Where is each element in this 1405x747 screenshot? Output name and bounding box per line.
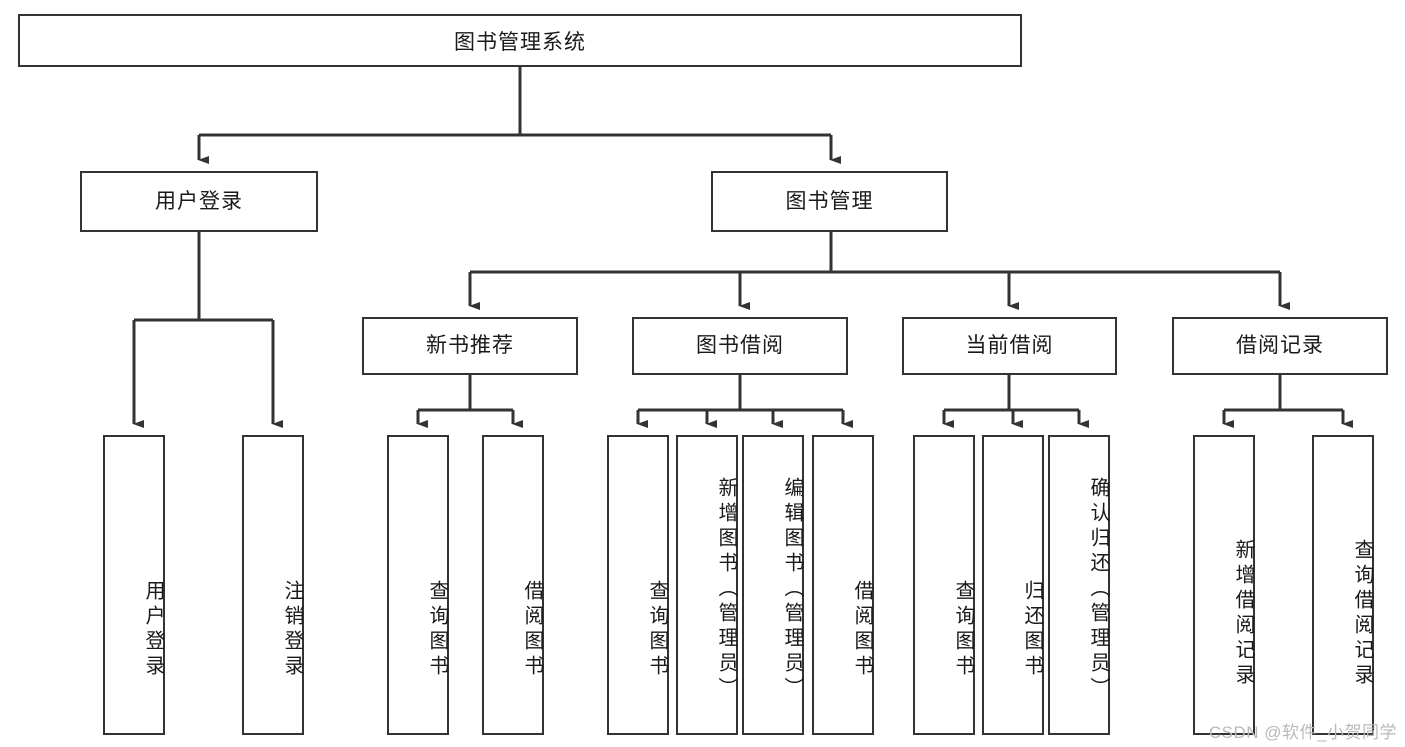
- node-leaf-user-login[interactable]: 用户登录: [103, 435, 165, 735]
- node-user-login-label: 用户登录: [155, 189, 243, 213]
- node-new-book-recommend[interactable]: 新书推荐: [362, 317, 578, 375]
- node-leaf-add-record[interactable]: 新增借阅记录: [1193, 435, 1255, 735]
- node-current-borrow-label: 当前借阅: [965, 334, 1054, 358]
- node-leaf-borrow-book-2-label: 借阅图书: [851, 580, 873, 680]
- node-leaf-query-record[interactable]: 查询借阅记录: [1312, 435, 1374, 735]
- watermark: CSDN @软件_小贺同学: [1208, 723, 1397, 742]
- node-new-book-recommend-label: 新书推荐: [426, 334, 514, 358]
- node-leaf-logout[interactable]: 注销登录: [242, 435, 304, 735]
- node-leaf-user-login-label: 用户登录: [142, 580, 164, 680]
- node-book-manage[interactable]: 图书管理: [711, 171, 948, 232]
- node-leaf-query-book-2[interactable]: 查询图书: [607, 435, 669, 735]
- node-book-manage-label: 图书管理: [785, 189, 874, 213]
- node-leaf-query-record-label: 查询借阅记录: [1351, 539, 1373, 689]
- node-leaf-edit-book[interactable]: 编辑图书（管理员）: [742, 435, 804, 735]
- node-user-login[interactable]: 用户登录: [80, 171, 318, 232]
- node-root-label: 图书管理系统: [454, 30, 586, 54]
- node-leaf-borrow-book-2[interactable]: 借阅图书: [812, 435, 874, 735]
- node-leaf-query-book-3-label: 查询图书: [952, 580, 974, 680]
- node-leaf-logout-label: 注销登录: [281, 580, 303, 680]
- node-borrow-record[interactable]: 借阅记录: [1172, 317, 1388, 375]
- node-leaf-confirm-return[interactable]: 确认归还（管理员）: [1048, 435, 1110, 735]
- node-root[interactable]: 图书管理系统: [18, 14, 1022, 67]
- node-leaf-query-book-1[interactable]: 查询图书: [387, 435, 449, 735]
- node-leaf-confirm-return-label: 确认归还（管理员）: [1087, 476, 1109, 702]
- node-current-borrow[interactable]: 当前借阅: [902, 317, 1117, 375]
- node-book-borrow-label: 图书借阅: [696, 334, 784, 358]
- node-book-borrow[interactable]: 图书借阅: [632, 317, 848, 375]
- node-leaf-query-book-2-label: 查询图书: [646, 580, 668, 680]
- node-leaf-return-book[interactable]: 归还图书: [982, 435, 1044, 735]
- node-leaf-query-book-1-label: 查询图书: [426, 580, 448, 680]
- node-leaf-query-book-3[interactable]: 查询图书: [913, 435, 975, 735]
- node-leaf-add-book-label: 新增图书（管理员）: [715, 476, 737, 702]
- node-leaf-edit-book-label: 编辑图书（管理员）: [781, 476, 803, 702]
- node-leaf-borrow-book-1[interactable]: 借阅图书: [482, 435, 544, 735]
- node-leaf-borrow-book-1-label: 借阅图书: [521, 580, 543, 680]
- node-leaf-add-book[interactable]: 新增图书（管理员）: [676, 435, 738, 735]
- node-borrow-record-label: 借阅记录: [1236, 334, 1324, 358]
- node-leaf-add-record-label: 新增借阅记录: [1232, 539, 1254, 689]
- node-leaf-return-book-label: 归还图书: [1021, 580, 1043, 680]
